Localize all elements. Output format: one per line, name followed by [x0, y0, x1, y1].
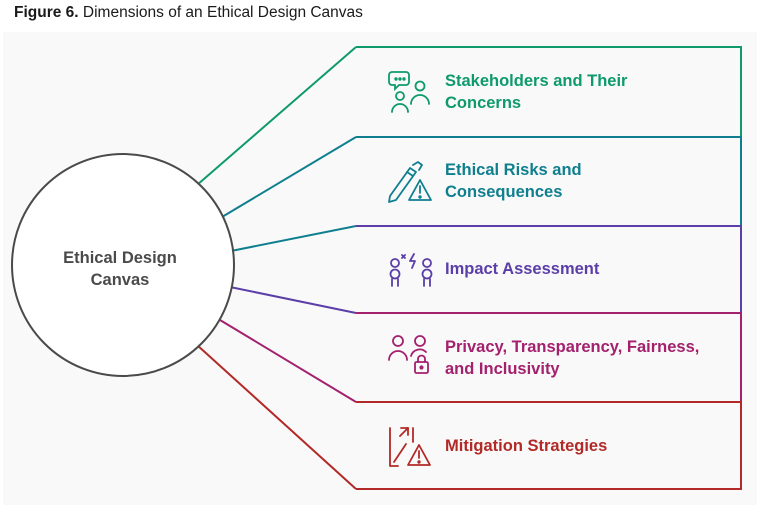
label-stakeholders-line1: Stakeholders and Their — [445, 72, 628, 90]
label-privacy: Privacy, Transparency, Fairness, and Inc… — [445, 336, 699, 380]
connector-mitigation — [196, 344, 357, 490]
figure-title: Dimensions of an Ethical Design Canvas — [82, 4, 363, 21]
label-stakeholders-line2: Concerns — [445, 94, 522, 112]
connector-impact — [230, 225, 357, 252]
stakeholders-icon — [388, 71, 430, 113]
figure-caption: Figure 6. Dimensions of an Ethical Desig… — [14, 4, 363, 22]
label-risks-line2: Consequences — [445, 183, 563, 201]
figure-number: Figure 6. — [14, 4, 79, 21]
label-privacy-line1: Privacy, Transparency, Fairness, — [445, 338, 700, 356]
connector-privacy-lower — [219, 319, 357, 403]
center-circle — [11, 153, 235, 377]
label-stakeholders: Stakeholders and Their Concerns — [445, 70, 627, 114]
label-privacy-line2: and Inclusivity — [445, 360, 560, 378]
privacy-icon — [388, 335, 429, 374]
impact-icon — [389, 253, 433, 287]
connector-stakeholders — [196, 46, 357, 186]
box-mitigation — [356, 401, 742, 490]
center-label-line2: Canvas — [90, 271, 150, 289]
mitigation-icon — [389, 427, 431, 467]
label-risks: Ethical Risks and Consequences — [445, 159, 582, 203]
risk-icon — [388, 161, 432, 203]
connector-risks — [221, 136, 357, 218]
center-label-line1: Ethical Design — [63, 249, 177, 267]
label-mitigation: Mitigation Strategies — [445, 435, 607, 457]
connector-privacy — [229, 286, 357, 314]
label-risks-line1: Ethical Risks and — [445, 161, 582, 179]
center-label: Ethical Design Canvas — [30, 247, 210, 291]
label-impact: Impact Assessment — [445, 258, 599, 280]
label-impact-line1: Impact Assessment — [445, 260, 600, 278]
label-mitigation-line1: Mitigation Strategies — [445, 437, 608, 455]
